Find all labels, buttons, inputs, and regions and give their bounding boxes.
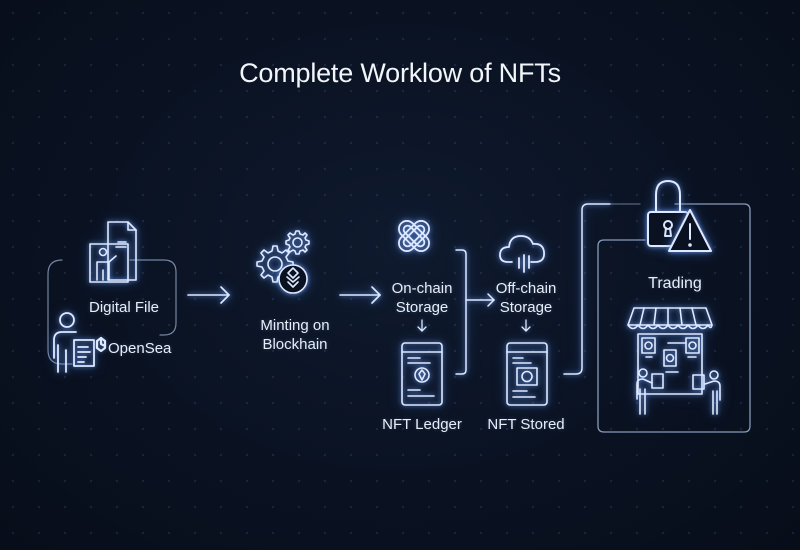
- arrow-down-icon: [417, 319, 427, 332]
- nft-stored-device-icon: [506, 342, 548, 406]
- minting-label-line1: Minting on: [260, 317, 330, 334]
- merge-bracket-connector: [455, 249, 495, 375]
- trading-outer-frame: [597, 203, 751, 433]
- digital-file-label: Digital File: [88, 299, 160, 316]
- warning-icon: [668, 209, 712, 252]
- off-chain-label-line2: Storage: [499, 299, 553, 316]
- trading-label: Trading: [648, 275, 702, 292]
- nft-ledger-device-icon: [401, 342, 443, 406]
- cloud-icon: [499, 235, 545, 273]
- arrow-down-icon: [521, 319, 531, 332]
- off-chain-label-line1: Off-chain: [495, 280, 557, 297]
- arrow-right-icon: [339, 286, 381, 304]
- minting-label-line2: Blockhain: [262, 336, 328, 353]
- nft-ledger-label: NFT Ledger: [382, 416, 462, 433]
- nft-stored-label: NFT Stored: [487, 416, 565, 433]
- trading-connector-line: [563, 203, 611, 375]
- on-chain-label-line1: On-chain: [391, 280, 453, 297]
- chain-link-icon: [398, 220, 430, 252]
- digital-file-frame: [47, 259, 177, 365]
- user-document-icon: [53, 312, 95, 373]
- presenter-document-icon: [89, 221, 137, 283]
- on-chain-label-line2: Storage: [395, 299, 449, 316]
- page-title: Complete Worklow of NFTs: [239, 58, 561, 88]
- arrow-right-icon: [187, 286, 230, 304]
- gears-token-icon: [256, 230, 310, 294]
- opensea-logo-icon: [95, 336, 107, 353]
- storefront-icon: [627, 307, 721, 415]
- opensea-label: OpenSea: [108, 340, 172, 357]
